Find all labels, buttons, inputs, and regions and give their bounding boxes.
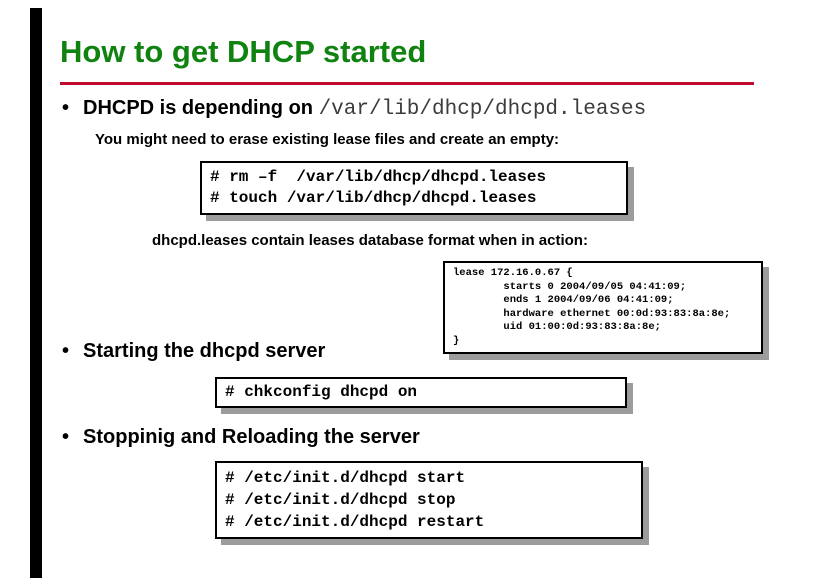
code-line: ends 1 2004/09/06 04:41:09; (453, 294, 674, 306)
code-box-chkconfig: # chkconfig dhcpd on (215, 377, 627, 408)
code-box-initd-commands: # /etc/init.d/dhcpd start # /etc/init.d/… (215, 461, 643, 539)
code-line: uid 01:00:0d:93:83:8a:8e; (453, 321, 661, 333)
code-line: # /etc/init.d/dhcpd stop (225, 491, 456, 509)
code-line: starts 0 2004/09/05 04:41:09; (453, 280, 687, 293)
code-line: # chkconfig dhcpd on (225, 383, 418, 401)
lease-format-note: dhcpd.leases contain leases database for… (152, 232, 588, 249)
bullet-starting-server-label: Starting the dhcpd server (83, 340, 326, 362)
code-line: # rm –f /var/lib/dhcp/dhcpd.leases (210, 168, 547, 186)
bullet-stopping-reloading-label: Stoppinig and Reloading the server (83, 426, 420, 448)
code-box-erase-leases: # rm –f /var/lib/dhcp/dhcpd.leases # tou… (200, 161, 628, 215)
title-underline-rule (60, 82, 754, 85)
code-line: lease 172.16.0.67 { (453, 267, 573, 279)
left-black-bar (30, 8, 42, 578)
bullet-icon: • (62, 340, 70, 362)
bullet-icon: • (62, 426, 70, 448)
code-line: } (453, 334, 460, 347)
code-line: # /etc/init.d/dhcpd start (225, 469, 466, 487)
bullet-starting-server: • Starting the dhcpd server (62, 340, 325, 363)
bullet-dhcpd-depends: • DHCPD is depending on /var/lib/dhcp/dh… (62, 97, 646, 121)
bullet-dhcpd-depends-label: DHCPD is depending on (83, 97, 319, 119)
code-line: hardware ethernet 00:0d:93:83:8a:8e; (453, 307, 731, 320)
code-box-lease-example: lease 172.16.0.67 { starts 0 2004/09/05 … (443, 261, 763, 354)
code-line: # /etc/init.d/dhcpd restart (225, 513, 485, 531)
bullet-icon: • (62, 97, 70, 119)
code-line: # touch /var/lib/dhcp/dhcpd.leases (210, 189, 537, 207)
bullet-stopping-reloading: • Stoppinig and Reloading the server (62, 426, 420, 449)
page-title: How to get DHCP started (60, 34, 427, 69)
erase-note: You might need to erase existing lease f… (95, 131, 560, 148)
leases-file-path: /var/lib/dhcp/dhcpd.leases (318, 98, 647, 121)
